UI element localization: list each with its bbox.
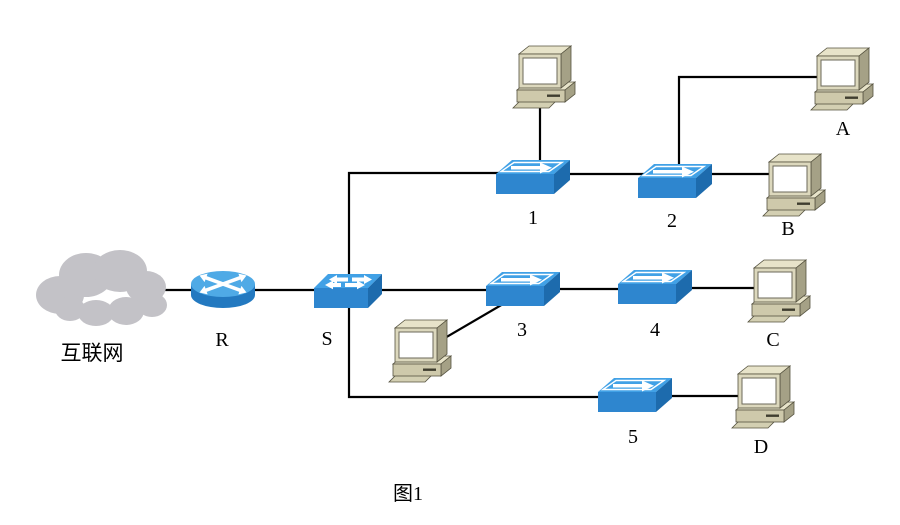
pc-c-label: C — [766, 329, 779, 351]
internet-cloud-icon — [36, 250, 167, 326]
link-switchS-switch5 — [347, 298, 608, 399]
pc-top-icon — [512, 45, 576, 109]
switch-4-label: 4 — [650, 319, 660, 341]
router-r-icon — [191, 271, 255, 308]
figure-caption: 图1 — [393, 483, 423, 505]
pc-mid-icon — [388, 319, 452, 383]
internet-label: 互联网 — [61, 341, 124, 365]
pc-d-label: D — [754, 436, 768, 458]
switch-2-icon — [637, 163, 713, 199]
router-r-label: R — [215, 329, 229, 351]
pc-a-label: A — [836, 118, 851, 140]
switch-5-icon — [597, 377, 673, 413]
pc-d-icon — [731, 365, 795, 429]
switch-3-label: 3 — [517, 319, 527, 341]
switch-s-icon — [314, 274, 382, 308]
switch-5-label: 5 — [628, 426, 638, 448]
switch-1-label: 1 — [528, 207, 538, 229]
switch-1-icon — [495, 159, 571, 195]
link-switch2-pcA — [677, 75, 824, 174]
pc-c-icon — [747, 259, 811, 323]
switch-s-label: S — [321, 328, 332, 350]
switch-2-label: 2 — [667, 210, 677, 232]
switch-3-icon — [485, 271, 561, 307]
pc-b-icon — [762, 153, 826, 217]
switch-4-icon — [617, 269, 693, 305]
pc-a-icon — [810, 47, 874, 111]
link-switchS-switch1 — [347, 171, 508, 284]
pc-b-label: B — [781, 218, 794, 240]
